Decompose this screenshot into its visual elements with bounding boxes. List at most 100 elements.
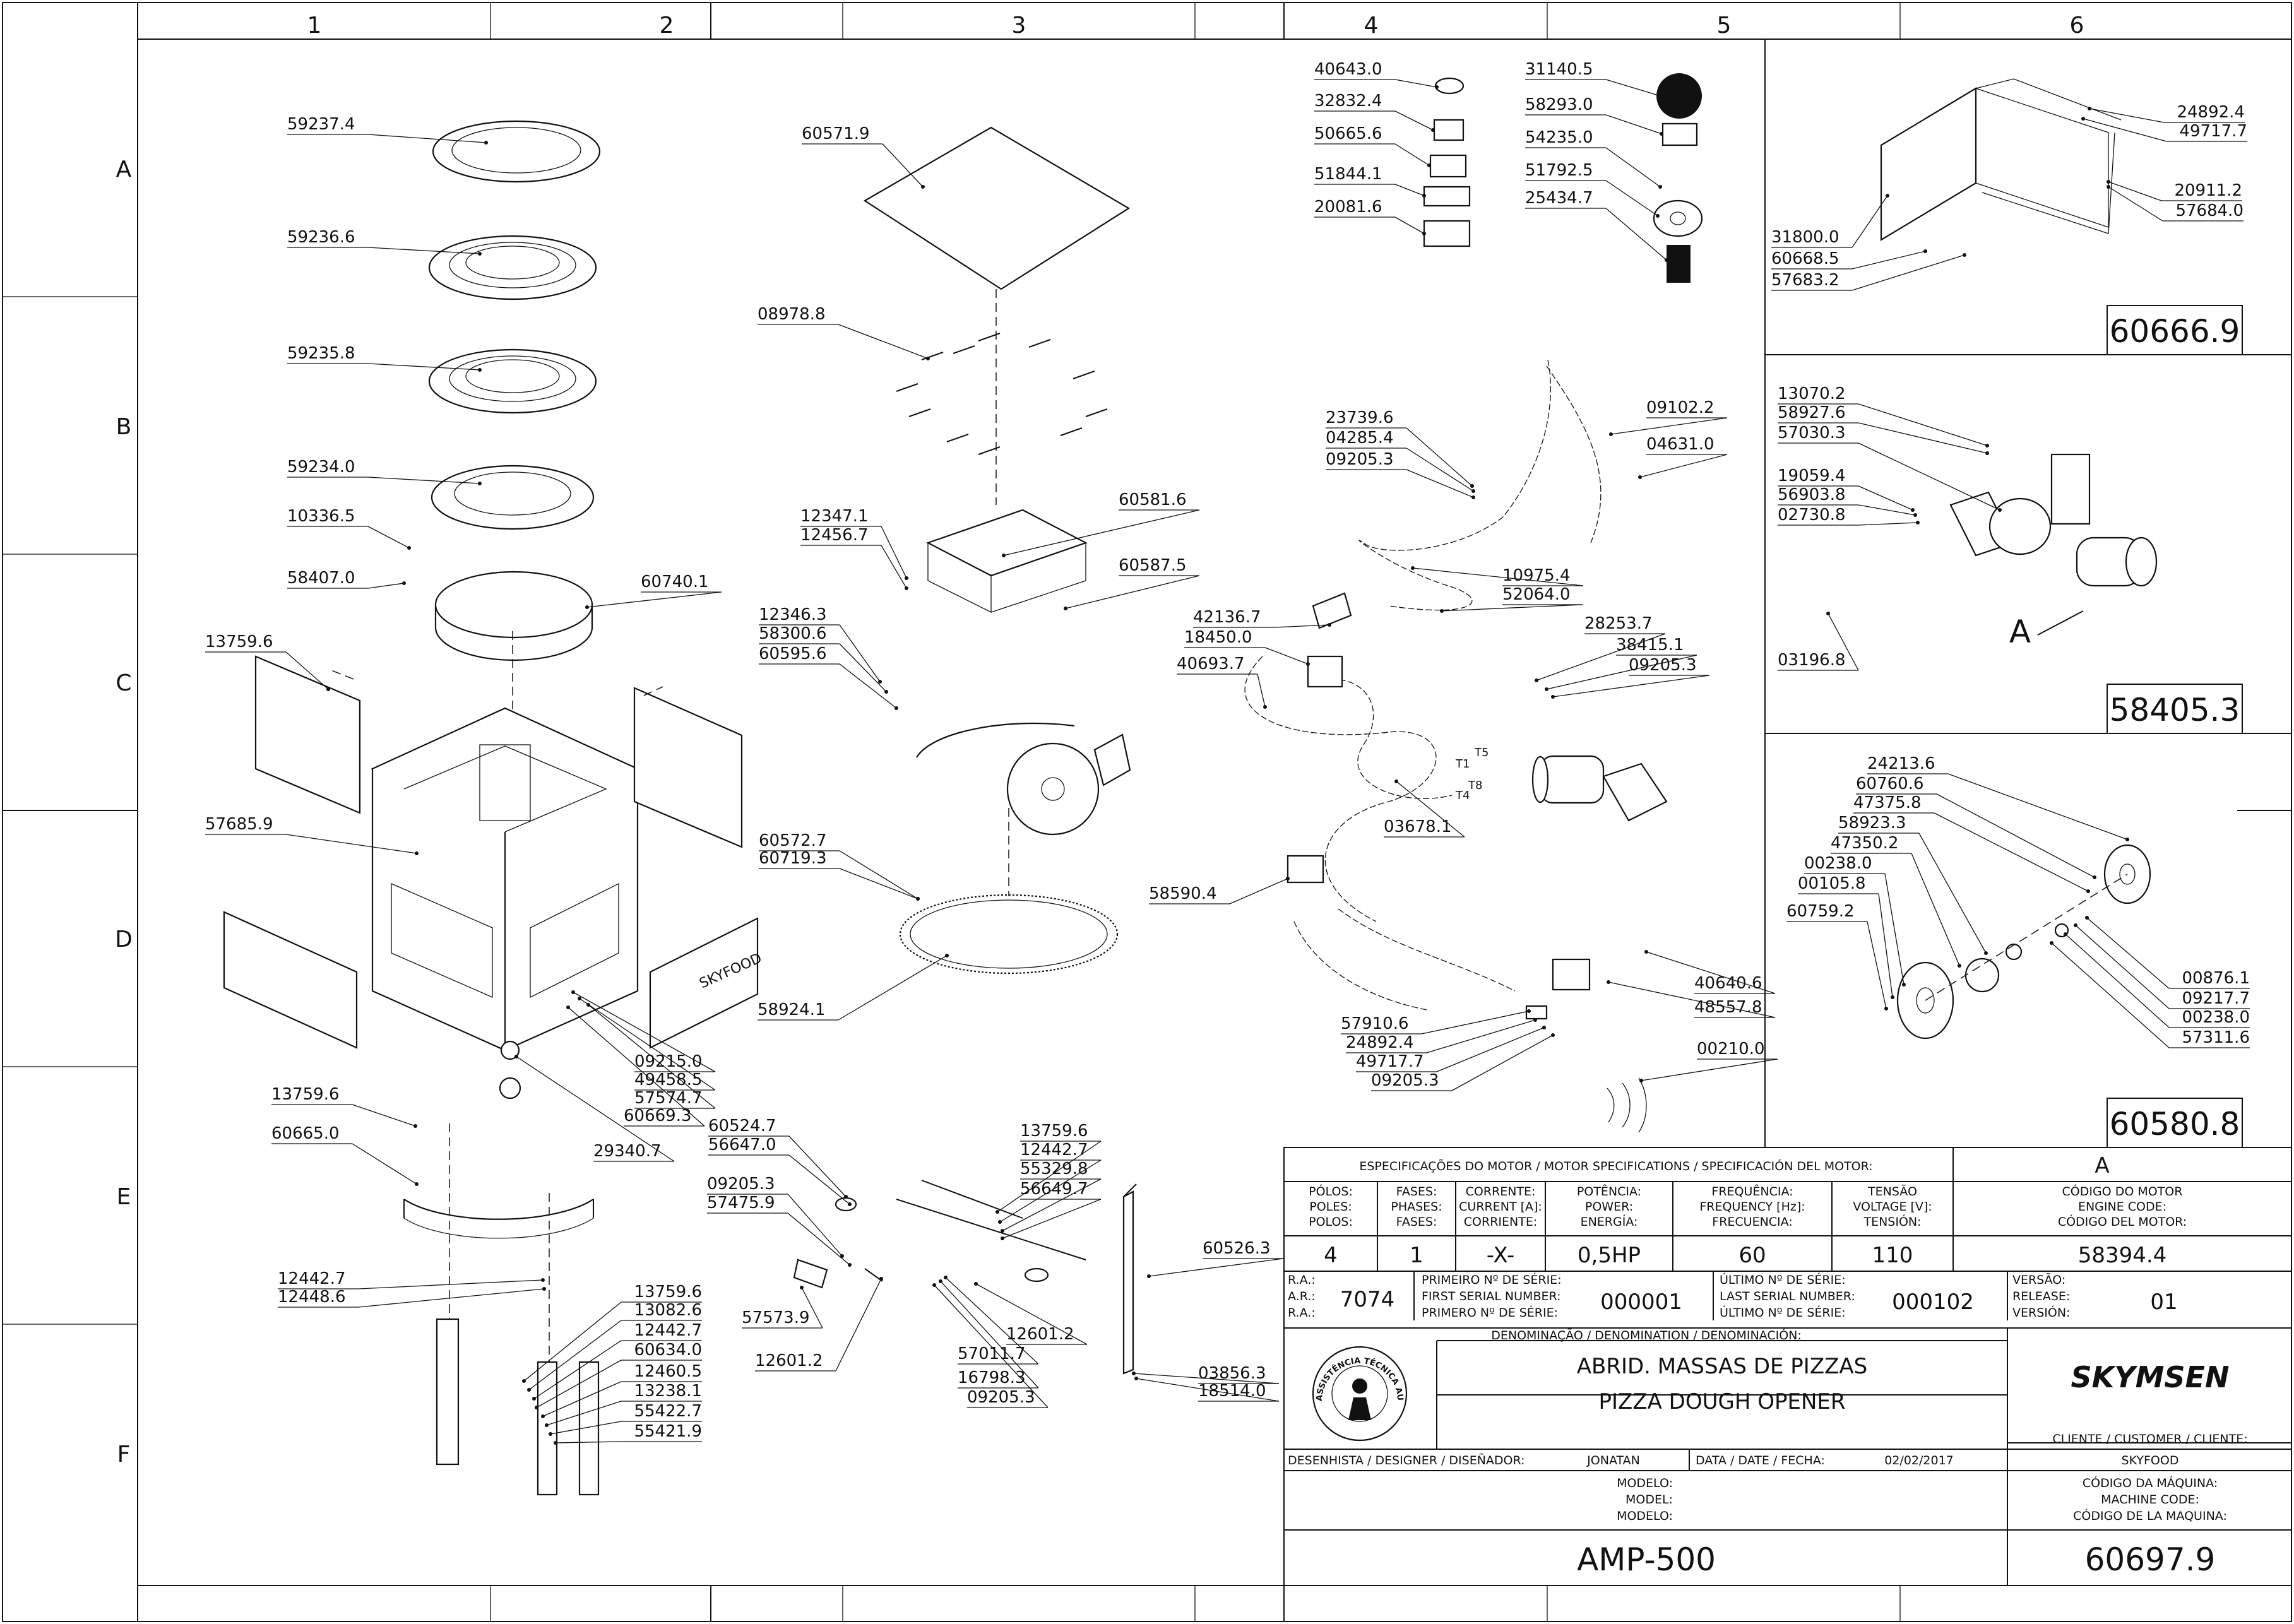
callout-label: 13759.6 [271, 1085, 340, 1104]
callout-label: 58924.1 [758, 1000, 826, 1019]
part-callout: 02730.8 [1778, 506, 1920, 526]
part-callout: 12460.5 [541, 1362, 702, 1418]
callout-label: 12448.6 [278, 1288, 346, 1307]
motor-spec-label: ENGINE CODE: [2078, 1200, 2166, 1214]
ra-value: 7074 [1340, 1287, 1395, 1312]
part-callout: 28253.7 [1535, 614, 1666, 682]
callout-arrowhead [2074, 923, 2077, 927]
callout-leader [352, 1104, 416, 1127]
callout-label: 10336.5 [287, 507, 355, 526]
part-callout: 25434.7 [1525, 189, 1668, 262]
part-callout: 59235.8 [287, 344, 482, 372]
first-serial-label-es: PRIMERO Nº DE SÉRIE: [1422, 1305, 1558, 1320]
dowel-pin [953, 345, 975, 354]
part-callout: 57574.7 [586, 1003, 716, 1109]
motor-spec-value: 60 [1738, 1243, 1766, 1268]
motor-spec-value: 1 [1410, 1243, 1423, 1268]
part-callout: 60595.6 [759, 644, 898, 710]
part-callout: 13082.6 [527, 1301, 702, 1392]
grid-col-5: 5 [1717, 13, 1732, 39]
callout-arrowhead [542, 1287, 546, 1291]
callout-label: 59236.6 [287, 228, 355, 247]
part-callout: 60581.6 [1002, 490, 1200, 557]
callout-arrowhead [1440, 609, 1444, 613]
part-callout: 19059.4 [1778, 466, 1915, 512]
callout-leader [787, 1212, 850, 1265]
callout-arrowhead [549, 1432, 552, 1436]
part-callout: 42136.7 [1193, 608, 1331, 628]
callout-arrowhead [1911, 508, 1915, 512]
part-callout: 59236.6 [287, 228, 482, 256]
callout-label: 59237.4 [287, 115, 355, 134]
callout-label: 29340.7 [593, 1142, 662, 1161]
callout-leader [1451, 1034, 1554, 1091]
detail-pulley [1896, 844, 2151, 1040]
part-callout: 51792.5 [1525, 161, 1660, 218]
grid-col-6: 6 [2070, 13, 2084, 39]
callout-leader [358, 1288, 545, 1308]
callout-label: 32832.4 [1314, 92, 1382, 110]
callout-label: 28253.7 [1584, 614, 1653, 633]
callout-arrowhead [1533, 1018, 1537, 1022]
callout-arrowhead [1427, 163, 1431, 167]
callout-leader [1436, 1027, 1545, 1072]
part-callout: 32832.4 [1314, 92, 1435, 132]
callout-leader [588, 1004, 716, 1109]
callout-arrowhead [541, 1414, 545, 1418]
callout-label: 24213.6 [1867, 754, 1935, 773]
part-callout: 58300.6 [759, 624, 888, 694]
part-callout: 12347.1 [800, 507, 908, 580]
callout-arrowhead [1535, 679, 1538, 682]
callout-leader [2075, 925, 2170, 1009]
callout-label: 19059.4 [1778, 466, 1846, 485]
part-callout: 48557.8 [1607, 980, 1776, 1018]
callout-leader [881, 526, 907, 579]
callout-label: 58590.4 [1149, 884, 1217, 903]
callout-label: 57311.6 [2182, 1028, 2250, 1047]
callout-label: 09217.7 [2182, 989, 2250, 1008]
callout-leader [1003, 509, 1200, 556]
callout-leader [1421, 1011, 1530, 1034]
callout-label: 09205.3 [707, 1175, 775, 1194]
callout-label: 09205.3 [1371, 1071, 1439, 1090]
callout-label: 02730.8 [1778, 506, 1846, 525]
part-callout: 09205.3 [707, 1175, 844, 1258]
callout-label: 13082.6 [634, 1301, 702, 1320]
callout-label: 58407.0 [287, 569, 355, 588]
callout-arrowhead [2125, 838, 2129, 841]
part-callout: 60572.7 [759, 831, 920, 901]
callout-arrowhead [1984, 951, 1988, 955]
callout-label: 40693.7 [1177, 655, 1245, 673]
part-callout: 12442.7 [532, 1321, 702, 1401]
callout-leader [839, 643, 887, 692]
callout-leader [1827, 613, 1859, 671]
part-callout: 57311.6 [2050, 941, 2250, 1048]
callout-arrowhead [1328, 623, 1331, 627]
part-callout: 40693.7 [1177, 655, 1267, 709]
callout-leader [2086, 917, 2170, 989]
callout-label: 20081.6 [1314, 198, 1382, 216]
callout-label: 60526.3 [1203, 1239, 1271, 1258]
callout-arrowhead [1985, 444, 1989, 447]
callout-arrowhead [1545, 687, 1548, 691]
callout-label: 09205.3 [1629, 656, 1697, 675]
ra-label-en: A.R.: [1288, 1289, 1316, 1303]
callout-leader [1911, 853, 1960, 966]
part-callout: 10975.4 [1411, 566, 1584, 586]
part-callout: 12601.2 [974, 1282, 1088, 1345]
part-callout: 03856.3 [1132, 1364, 1280, 1384]
motor-spec-label: POLES: [1309, 1200, 1352, 1214]
motor-spec-value: 110 [1872, 1243, 1913, 1268]
version-label-es: VERSIÓN: [2012, 1305, 2070, 1320]
callout-leader [285, 834, 417, 854]
grid-references: 1 2 3 4 5 6 A B C D E F [115, 13, 2084, 1467]
callout-leader [568, 1007, 705, 1127]
callout-label: 60595.6 [759, 644, 827, 663]
motor-spec-label: PHASES: [1391, 1200, 1442, 1214]
part-callout: 20911.2 [2107, 180, 2242, 201]
callout-label: 58300.6 [759, 624, 827, 643]
callout-arrowhead [478, 368, 482, 372]
part-callout: 55421.9 [554, 1422, 702, 1445]
